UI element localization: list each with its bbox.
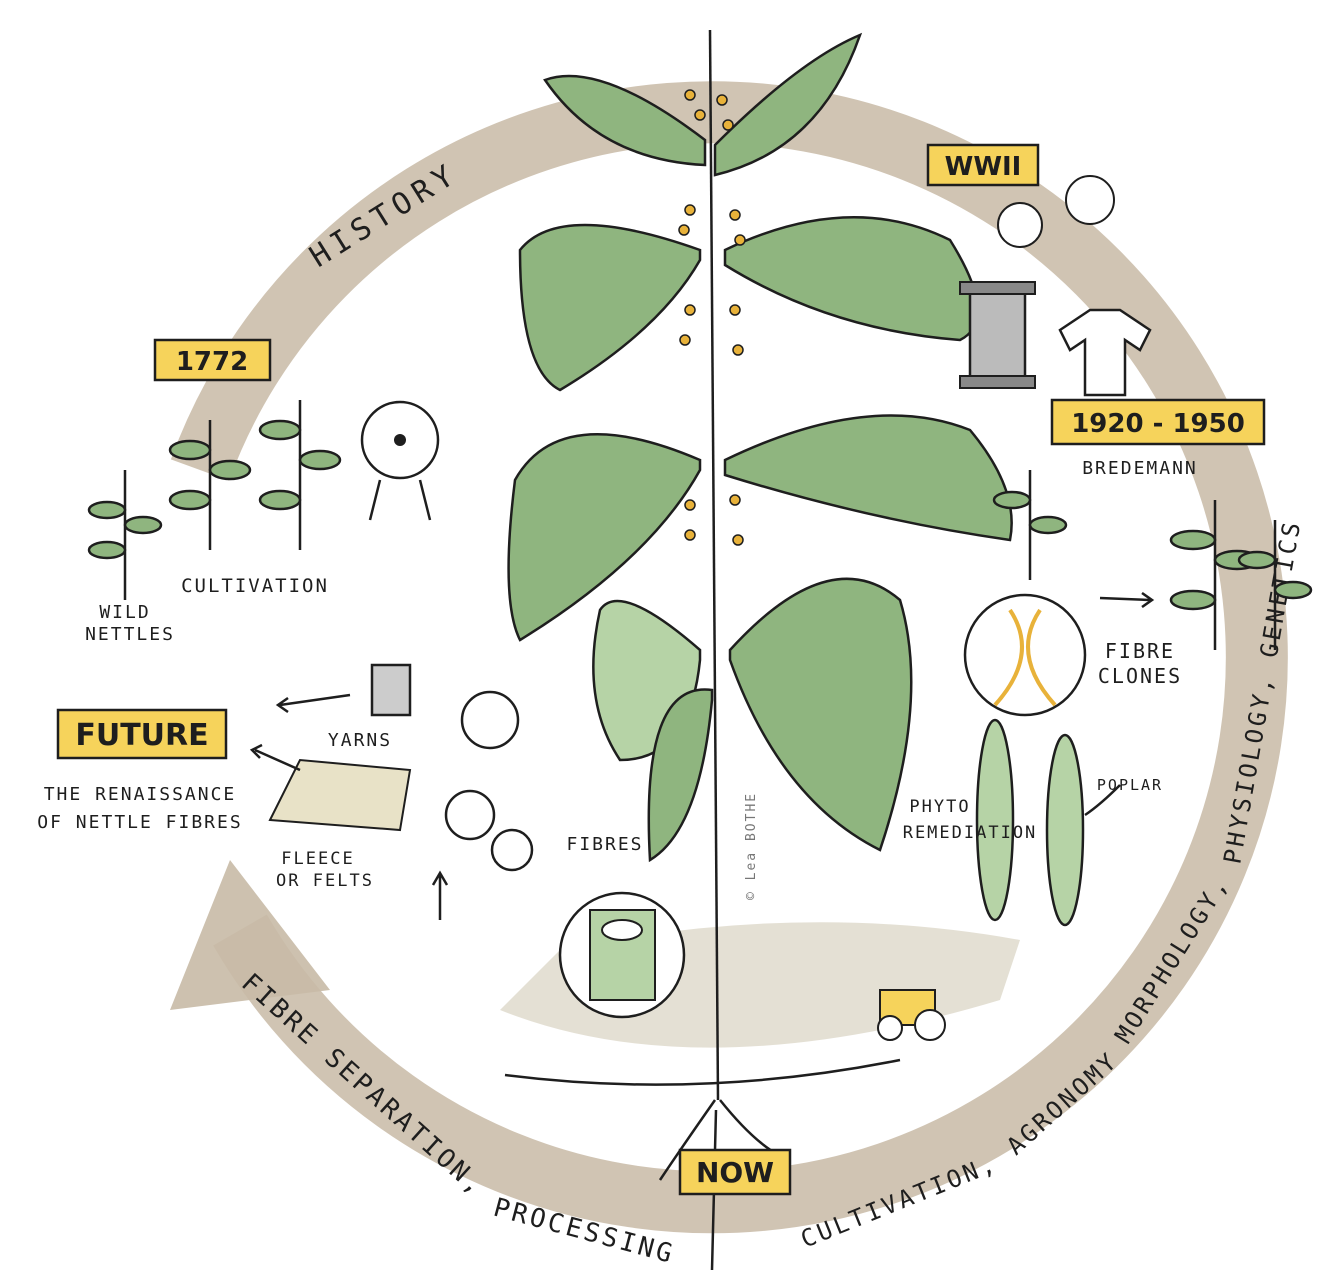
annotation-phyto: PHYTO bbox=[909, 797, 970, 817]
label-1772-text: 1772 bbox=[176, 347, 248, 377]
annotation-or-felts: OR FELTS bbox=[276, 871, 374, 891]
annotation-clones: CLONES bbox=[1098, 664, 1182, 688]
label-1920-1950-text: 1920 - 1950 bbox=[1071, 409, 1245, 439]
arrowhead-icon bbox=[170, 860, 330, 1010]
annotation-fibre: FIBRE bbox=[1105, 639, 1175, 663]
label-wwii: WWII bbox=[926, 143, 1040, 187]
annotation-renaissance-line1: THE RENAISSANCE bbox=[44, 784, 237, 805]
label-now-text: NOW bbox=[696, 1156, 774, 1189]
cotton-plant-icon bbox=[997, 175, 1115, 248]
copyright-signature: © Lea BOTHE bbox=[744, 792, 759, 900]
annotation-wild: WILD bbox=[99, 602, 150, 623]
spinning-wheel-icon bbox=[360, 400, 440, 521]
thread-spool-icon bbox=[959, 281, 1036, 389]
annotation-renaissance-line2: OF NETTLE FIBRES bbox=[37, 812, 242, 833]
label-now: NOW bbox=[678, 1148, 792, 1196]
cycle-arrow bbox=[170, 81, 1288, 1234]
dna-lab-circle-icon bbox=[963, 593, 1087, 717]
seed-clusters bbox=[678, 89, 746, 546]
annotation-poplar: POPLAR bbox=[1097, 776, 1163, 794]
poplar-trees bbox=[975, 718, 1085, 927]
tractor-icon bbox=[877, 989, 946, 1041]
carding-gears-icon bbox=[444, 690, 534, 872]
fibre-crosssection-icon bbox=[558, 891, 686, 1019]
label-wwii-text: WWII bbox=[945, 152, 1022, 182]
annotation-bredemann: BREDEMANN bbox=[1082, 458, 1198, 479]
arc-label-fibre-separation: FIBRE SEPARATION, bbox=[235, 968, 491, 1202]
annotation-nettles: NETTLES bbox=[85, 624, 175, 645]
label-future: FUTURE bbox=[56, 708, 228, 760]
annotation-yarns: YARNS bbox=[328, 730, 392, 751]
annotation-fibres: FIBRES bbox=[566, 834, 643, 855]
label-1920-1950: 1920 - 1950 bbox=[1050, 398, 1266, 446]
tshirt-icon bbox=[1058, 308, 1152, 397]
flow-arrows bbox=[249, 591, 1155, 920]
annotation-remediation: REMEDIATION bbox=[903, 823, 1038, 843]
annotation-fleece: FLEECE bbox=[281, 849, 354, 869]
fleece-felt-icon bbox=[268, 758, 412, 832]
label-future-text: FUTURE bbox=[75, 718, 208, 753]
small-nettle-plants bbox=[87, 400, 1313, 650]
annotation-cultivation: CULTIVATION bbox=[181, 575, 329, 597]
label-1772: 1772 bbox=[153, 338, 272, 382]
yarn-spool-icon bbox=[370, 663, 412, 717]
nettle-plant bbox=[507, 29, 1013, 1271]
